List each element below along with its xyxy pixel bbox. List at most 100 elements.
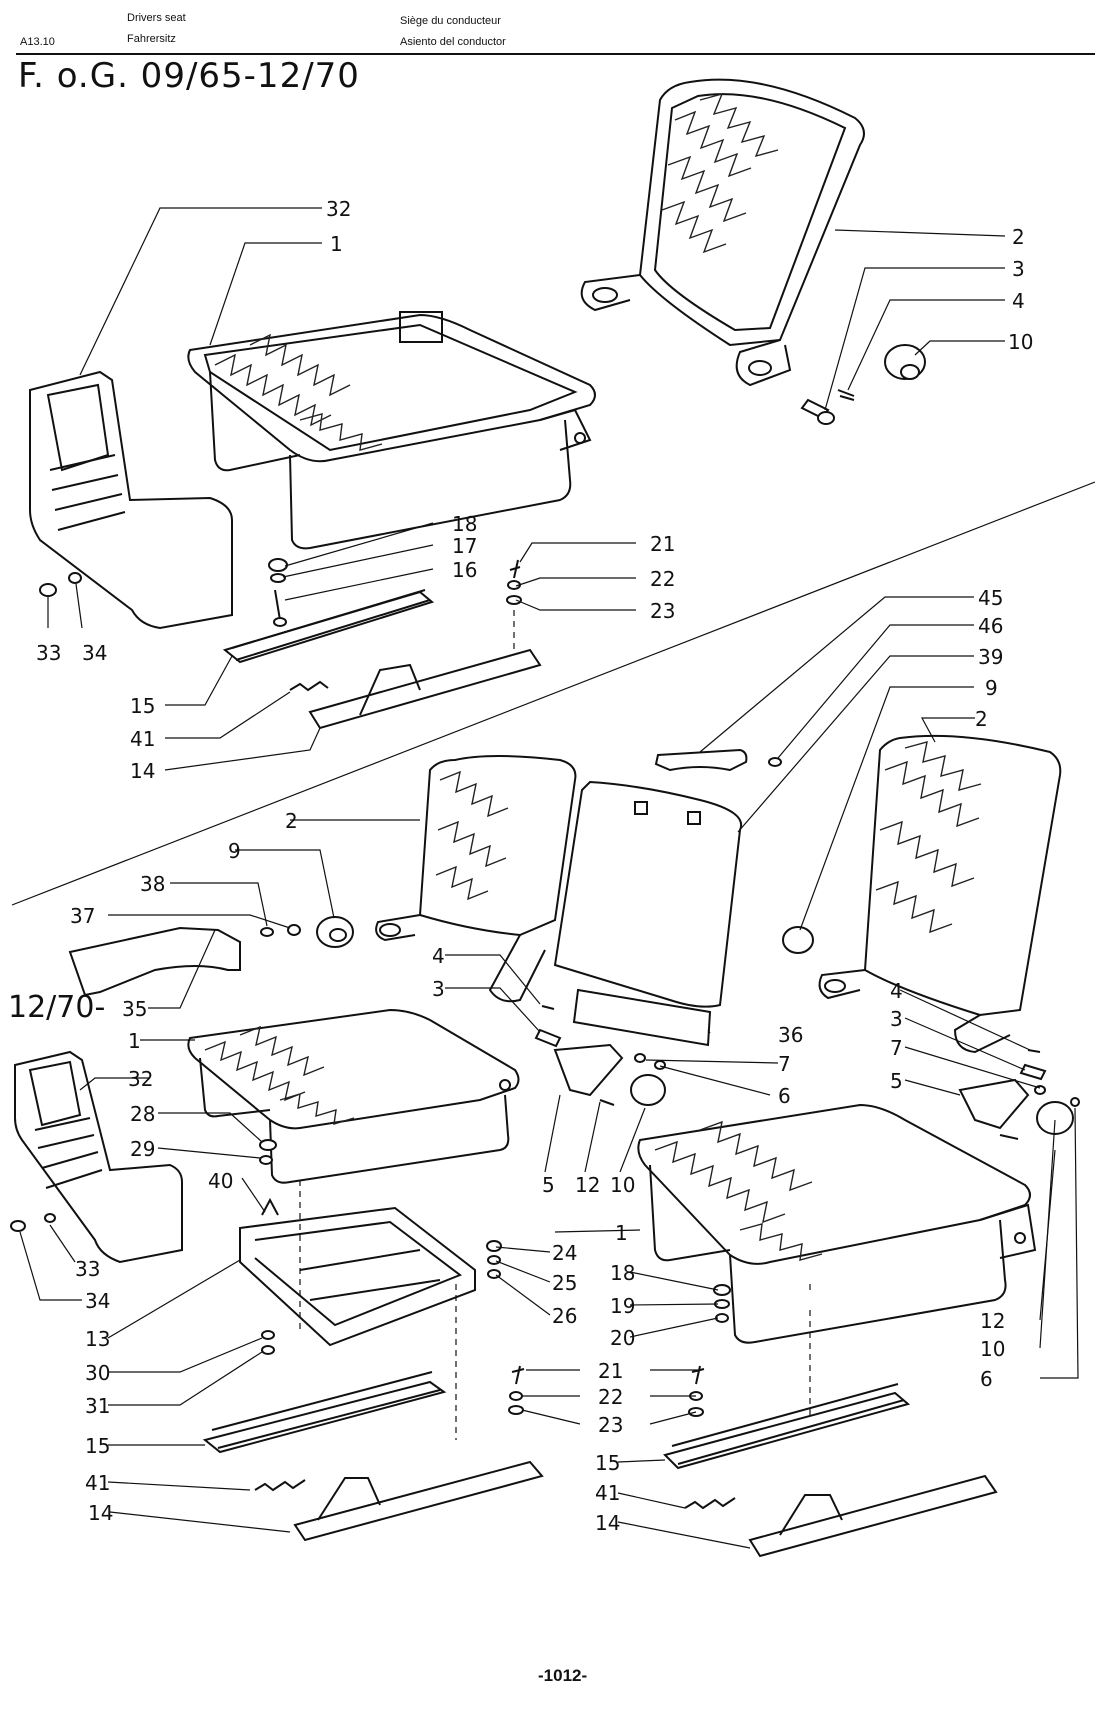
hinge-bracket-right: [958, 1078, 1030, 1130]
washer-29: [259, 1155, 273, 1165]
callout-40: 40: [208, 1169, 233, 1193]
screw-6-left: [654, 1060, 666, 1070]
nut-18: [713, 1284, 731, 1296]
callout-3c: 3: [890, 1007, 903, 1031]
callout-5a: 5: [542, 1173, 555, 1197]
callout-25: 25: [552, 1271, 577, 1295]
callout-34b: 34: [85, 1289, 110, 1313]
callout-21b: 21: [598, 1359, 623, 1383]
callout-31: 31: [85, 1394, 110, 1418]
callout-4a: 4: [1012, 289, 1025, 313]
washer-7-left: [634, 1053, 646, 1063]
callout-7a: 7: [778, 1052, 791, 1076]
side-cover-upper: [29, 370, 233, 630]
pin-12-left: [599, 1099, 615, 1106]
callout-7b: 7: [890, 1036, 903, 1060]
callout-38: 38: [140, 872, 165, 896]
nut-24: [486, 1240, 502, 1252]
section-divider: [11, 481, 1095, 906]
backrest-frame-lower-left: [375, 755, 577, 1003]
callout-28: 28: [130, 1102, 155, 1126]
washer-25: [487, 1255, 501, 1265]
callout-35: 35: [122, 997, 147, 1021]
callout-14a: 14: [130, 759, 155, 783]
clip-right: [1027, 1049, 1041, 1053]
height-adjuster-frame: [239, 1197, 476, 1347]
nut-31: [261, 1345, 275, 1355]
callout-9b: 9: [228, 839, 241, 863]
spring-41-right: [684, 1497, 736, 1510]
callout-2c: 2: [285, 809, 298, 833]
callout-4c: 4: [890, 979, 903, 1003]
callout-3b: 3: [432, 977, 445, 1001]
section-title-new: 12/70-: [8, 990, 106, 1025]
callout-6b: 6: [980, 1367, 993, 1391]
screw-38: [260, 927, 274, 937]
callout-4b: 4: [432, 944, 445, 968]
hinge-pin-upper: [800, 398, 835, 425]
side-cover-lower: [14, 1050, 183, 1264]
callout-12a: 12: [575, 1173, 600, 1197]
washer-7-right: [1034, 1085, 1046, 1095]
nut-washer-stack-upper: [39, 558, 522, 627]
title-spanish: Asiento del conductor: [400, 36, 506, 48]
hinge-bracket-left: [553, 1043, 624, 1097]
seat-rail-lower-right: [663, 1383, 998, 1558]
callout-21a: 21: [650, 532, 675, 556]
callout-41b: 41: [85, 1471, 110, 1495]
callout-16a: 16: [452, 558, 477, 582]
callout-6a: 6: [778, 1084, 791, 1108]
backrest-frame-upper: [580, 78, 865, 387]
seat-rail-lower-left: [202, 1371, 544, 1542]
adjuster-knob-lower-right-9: [782, 926, 814, 954]
callout-15a: 15: [130, 694, 155, 718]
callout-39: 39: [978, 645, 1003, 669]
callout-41a: 41: [130, 727, 155, 751]
lever-40: [261, 1197, 279, 1216]
callout-18a: 18: [452, 512, 477, 536]
clip-left: [541, 1005, 555, 1010]
grab-handle: [654, 748, 782, 772]
callout-1a: 1: [330, 232, 343, 256]
callout-1c: 1: [615, 1221, 628, 1245]
clip-upper: [837, 389, 855, 401]
page-number: -1012-: [538, 1666, 588, 1685]
callout-30: 30: [85, 1361, 110, 1385]
callout-29: 29: [130, 1137, 155, 1161]
spring-upper: [289, 680, 329, 692]
side-bracket-35: [68, 926, 241, 997]
callout-2b: 2: [975, 707, 988, 731]
callout-23a: 23: [650, 599, 675, 623]
callout-45: 45: [978, 586, 1003, 610]
callout-10c: 10: [980, 1337, 1005, 1361]
callout-13: 13: [85, 1327, 110, 1351]
screw-34: [10, 1220, 26, 1232]
header-rule: [16, 53, 1095, 55]
callout-5b: 5: [890, 1069, 903, 1093]
leader-lines: [19, 207, 1079, 1549]
pin-12-right: [999, 1134, 1019, 1140]
callout-22a: 22: [650, 567, 675, 591]
callout-1b: 1: [128, 1029, 141, 1053]
title-english: Drivers seat: [127, 12, 186, 24]
callout-46: 46: [978, 614, 1003, 638]
callout-3a: 3: [1012, 257, 1025, 281]
callout-20: 20: [610, 1326, 635, 1350]
title-german: Fahrersitz: [127, 33, 176, 45]
seat-frame-lower-right: [637, 1103, 1037, 1344]
callout-34a: 34: [82, 641, 107, 665]
callout-33b: 33: [75, 1257, 100, 1281]
callout-15c: 15: [595, 1451, 620, 1475]
seat-rail-upper: [222, 589, 542, 730]
callout-2a: 2: [1012, 225, 1025, 249]
callout-24: 24: [552, 1241, 577, 1265]
hinge-pin-right: [1019, 1063, 1047, 1081]
callout-10b: 10: [610, 1173, 635, 1197]
backrest-back-panel: [553, 780, 743, 1008]
callout-18b: 18: [610, 1261, 635, 1285]
callout-33a: 33: [36, 641, 61, 665]
callout-17a: 17: [452, 534, 477, 558]
spring-41-left: [254, 1479, 306, 1492]
callout-23b: 23: [598, 1413, 623, 1437]
callout-19: 19: [610, 1294, 635, 1318]
